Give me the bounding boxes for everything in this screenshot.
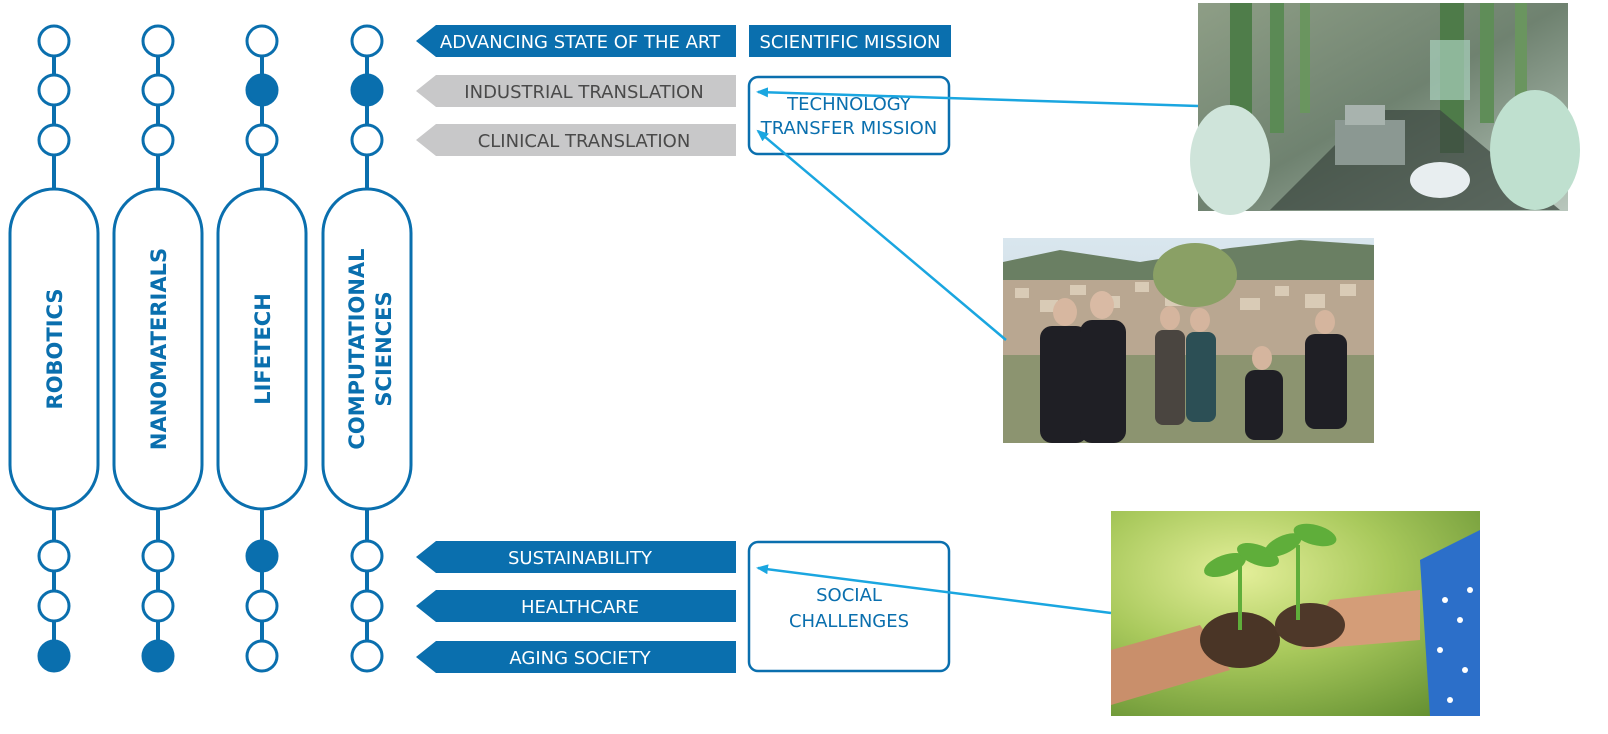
social-challenges-line2: CHALLENGES <box>789 611 909 632</box>
seedling-hands-photo <box>1111 511 1480 716</box>
node-empty <box>141 73 175 107</box>
node-empty <box>141 24 175 58</box>
node-empty <box>141 123 175 157</box>
node-filled <box>37 639 71 673</box>
pillar-label-line2: SCIENCES <box>372 291 396 406</box>
elderly-village-photo <box>1003 238 1374 443</box>
pillars: ROBOTICS NANOMATERIALS LIFETECH COMPUTATION… <box>8 24 413 673</box>
technology-transfer-box: TECHNOLOGY TRANSFER MISSION <box>747 75 951 156</box>
node-empty <box>350 589 384 623</box>
banner-aging: AGING SOCIETY <box>416 641 736 673</box>
node-empty <box>37 73 71 107</box>
node-filled <box>350 73 384 107</box>
factory-assembly-photo <box>1190 3 1580 215</box>
scientific-mission-label: SCIENTIFIC MISSION <box>759 32 940 53</box>
banner-clinical-label: CLINICAL TRANSLATION <box>478 131 691 152</box>
banner-healthcare: HEALTHCARE <box>416 590 736 622</box>
node-empty <box>37 589 71 623</box>
banner-advancing: ADVANCING STATE OF THE ART <box>416 25 736 57</box>
social-challenges-line1: SOCIAL <box>816 585 882 606</box>
banner-clinical: CLINICAL TRANSLATION <box>416 124 736 156</box>
technology-transfer-line1: TECHNOLOGY <box>786 94 912 115</box>
node-empty <box>245 123 279 157</box>
node-filled <box>141 639 175 673</box>
pillar-capsule <box>112 187 204 511</box>
node-empty <box>141 589 175 623</box>
arrow-seedling-to-social <box>756 564 1112 615</box>
banner-industrial: INDUSTRIAL TRANSLATION <box>416 75 736 107</box>
pillar-label: COMPUTATIONAL <box>345 248 369 449</box>
banner-aging-label: AGING SOCIETY <box>509 648 651 669</box>
pillar-capsule <box>8 187 100 511</box>
pillar-label: NANOMATERIALS <box>147 248 171 450</box>
pillar-robotics: ROBOTICS <box>8 24 100 673</box>
node-empty <box>350 539 384 573</box>
arrow-factory-to-tech-transfer <box>756 87 1199 108</box>
banner-sustainability: SUSTAINABILITY <box>416 541 736 573</box>
node-empty <box>37 539 71 573</box>
node-empty <box>141 539 175 573</box>
arrow-elders-to-tech-transfer <box>756 129 1007 341</box>
node-empty <box>350 123 384 157</box>
node-empty <box>350 24 384 58</box>
pillar-label: LIFETECH <box>251 293 275 405</box>
scientific-mission-box: SCIENTIFIC MISSION <box>749 25 951 57</box>
node-empty <box>350 639 384 673</box>
technology-transfer-line2: TRANSFER MISSION <box>760 118 938 139</box>
node-filled <box>245 539 279 573</box>
social-challenges-box: SOCIAL CHALLENGES <box>747 540 951 673</box>
node-filled <box>245 73 279 107</box>
pillar-label: ROBOTICS <box>43 289 67 410</box>
node-empty <box>245 24 279 58</box>
pillar-lifetech: LIFETECH <box>216 24 308 673</box>
banner-industrial-label: INDUSTRIAL TRANSLATION <box>464 82 703 103</box>
node-empty <box>37 24 71 58</box>
pillar-capsule <box>216 187 308 511</box>
node-empty <box>245 589 279 623</box>
pillar-capsule <box>321 187 413 511</box>
node-empty <box>37 123 71 157</box>
banner-healthcare-label: HEALTHCARE <box>521 597 639 618</box>
banner-sustainability-label: SUSTAINABILITY <box>508 548 653 569</box>
banner-advancing-label: ADVANCING STATE OF THE ART <box>440 32 721 53</box>
pillar-nanomaterials: NANOMATERIALS <box>112 24 204 673</box>
node-empty <box>245 639 279 673</box>
